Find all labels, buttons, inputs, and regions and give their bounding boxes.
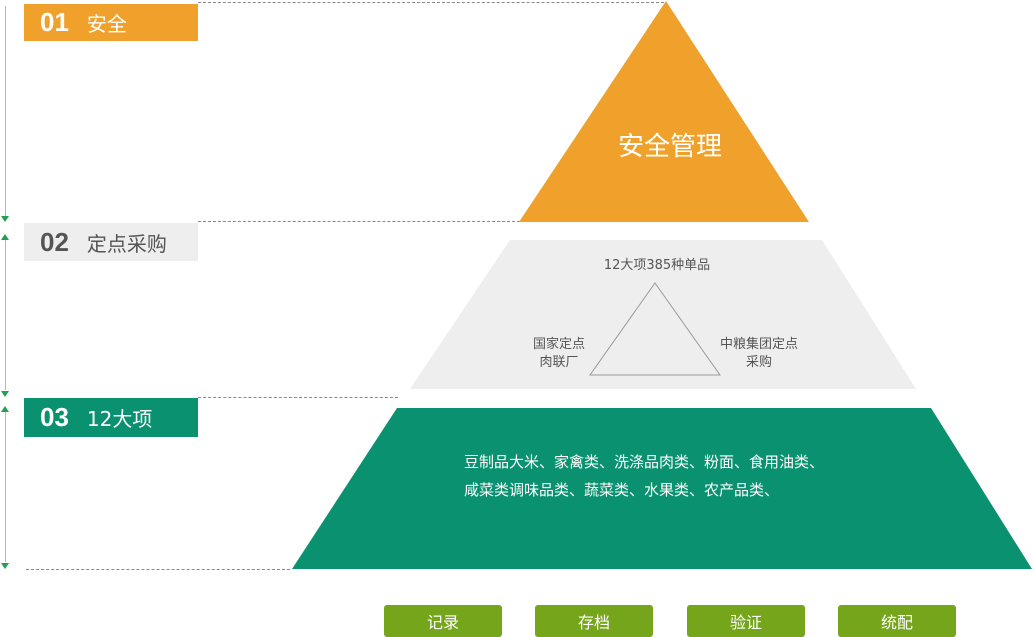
level-label-categories: 03 12大项 [24,398,198,437]
inner-triangle-outline [589,282,721,376]
categories-line2: 咸菜类调味品类、蔬菜类、水果类、农产品类、 [464,481,780,499]
timeline-line-3 [5,412,6,562]
level-label-procurement: 02 定点采购 [24,223,198,261]
level-title: 12大项 [86,407,153,431]
middle-top-text: 12大项385种单品 [603,258,711,273]
arrow-down-icon [1,216,9,222]
guide-line-2 [198,221,520,222]
verify-button[interactable]: 验证 [687,605,805,637]
archive-button[interactable]: 存档 [535,605,653,637]
pyramid-middle-trapezoid [410,240,916,389]
categories-text: 豆制品大米、家禽类、洗涤品肉类、粉面、食用油类、 咸菜类调味品类、蔬菜类、水果类… [464,448,884,504]
distribute-button[interactable]: 统配 [838,605,956,637]
middle-right-line1: 中粮集团定点 [719,337,798,352]
level-number: 03 [40,402,69,432]
timeline-line-2 [5,240,6,390]
middle-left-text: 国家定点 肉联厂 [524,336,594,372]
arrow-up-icon [1,406,9,412]
level-label-safety: 01 安全 [24,4,198,41]
middle-right-line2: 采购 [745,355,772,370]
categories-line1: 豆制品大米、家禽类、洗涤品肉类、粉面、食用油类、 [464,453,825,471]
level-number: 01 [40,7,69,37]
level-title: 定点采购 [86,231,167,256]
arrow-down-icon [1,391,9,397]
middle-right-text: 中粮集团定点 采购 [710,336,808,372]
arrow-down-icon [1,563,9,569]
pyramid-top-triangle [519,1,809,222]
safety-management-text: 安全管理 [617,132,722,162]
middle-left-line1: 国家定点 [532,337,585,352]
level-number: 02 [40,226,69,257]
arrow-up-icon [1,234,9,240]
guide-line-top [198,2,664,3]
middle-left-line2: 肉联厂 [539,355,579,370]
guide-line-3 [198,397,398,398]
timeline-line-1 [5,6,6,218]
guide-line-bottom [26,569,290,570]
pyramid-bottom-trapezoid [292,408,1032,569]
level-title: 安全 [86,12,127,36]
record-button[interactable]: 记录 [384,605,502,637]
